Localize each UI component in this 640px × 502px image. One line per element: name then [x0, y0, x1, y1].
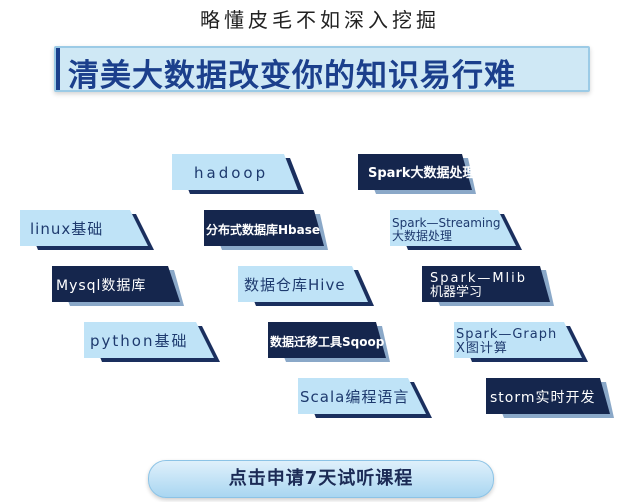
course-label: storm实时开发 [490, 389, 596, 406]
course-label-line-1: Spark—Streaming [392, 216, 501, 231]
course-label: hadoop [194, 164, 269, 183]
course-label-line-2: 大数据处理 [392, 229, 453, 243]
course-tag-python[interactable]: python基础 [84, 322, 220, 362]
course-label-line-1: Spark—Graph [456, 327, 558, 343]
tag-shape [172, 154, 304, 194]
course-label: Spark大数据处理 [368, 166, 476, 182]
course-tag-spark-mlib[interactable]: Spark—Mlib 机器学习 [422, 266, 554, 306]
course-tag-spark-graphx[interactable]: Spark—Graph X图计算 [454, 322, 588, 362]
course-tag-linux[interactable]: linux基础 [20, 210, 154, 250]
course-tag-storm[interactable]: storm实时开发 [486, 378, 614, 418]
course-tag-hbase[interactable]: 分布式数据库Hbase [204, 210, 328, 250]
tag-shape [20, 210, 154, 250]
tag-shape [268, 322, 390, 362]
course-tag-scala[interactable]: Scala编程语言 [298, 378, 432, 418]
course-label: Scala编程语言 [300, 388, 410, 407]
tag-shape [298, 378, 432, 418]
headline: 清美大数据改变你的知识易行难 [68, 58, 516, 94]
course-label-line-2: X图计算 [456, 341, 508, 356]
course-tag-mysql[interactable]: Mysql数据库 [52, 266, 184, 306]
course-tag-hadoop[interactable]: hadoop [172, 154, 304, 194]
tag-shape [390, 210, 522, 250]
course-label: 数据仓库Hive [244, 276, 346, 295]
tag-shape [486, 378, 614, 418]
course-label-line-1: Spark—Mlib [430, 271, 528, 287]
tag-shape [204, 210, 328, 250]
tag-shape [238, 266, 374, 306]
apply-trial-button[interactable]: 点击申请7天试听课程 [148, 460, 494, 498]
subtitle: 略懂皮毛不如深入挖掘 [200, 8, 440, 32]
banner-accent-bar [56, 48, 60, 90]
course-label: linux基础 [30, 220, 104, 239]
course-label: python基础 [90, 332, 189, 351]
course-tag-spark-big-data[interactable]: Spark大数据处理 [358, 154, 476, 194]
course-tag-sqoop[interactable]: 数据迁移工具Sqoop [268, 322, 390, 362]
course-label: 数据迁移工具Sqoop [270, 334, 385, 349]
tag-shape [52, 266, 184, 306]
tag-shape [422, 266, 554, 306]
tag-shape [84, 322, 220, 362]
course-tag-hive[interactable]: 数据仓库Hive [238, 266, 374, 306]
course-label: 分布式数据库Hbase [206, 222, 321, 237]
headline-banner: 清美大数据改变你的知识易行难 [54, 46, 590, 94]
course-tag-spark-streaming[interactable]: Spark—Streaming 大数据处理 [390, 210, 522, 250]
tag-shape [454, 322, 588, 362]
tag-shape [358, 154, 476, 194]
course-label: Mysql数据库 [56, 277, 147, 294]
course-label-line-2: 机器学习 [430, 285, 483, 300]
